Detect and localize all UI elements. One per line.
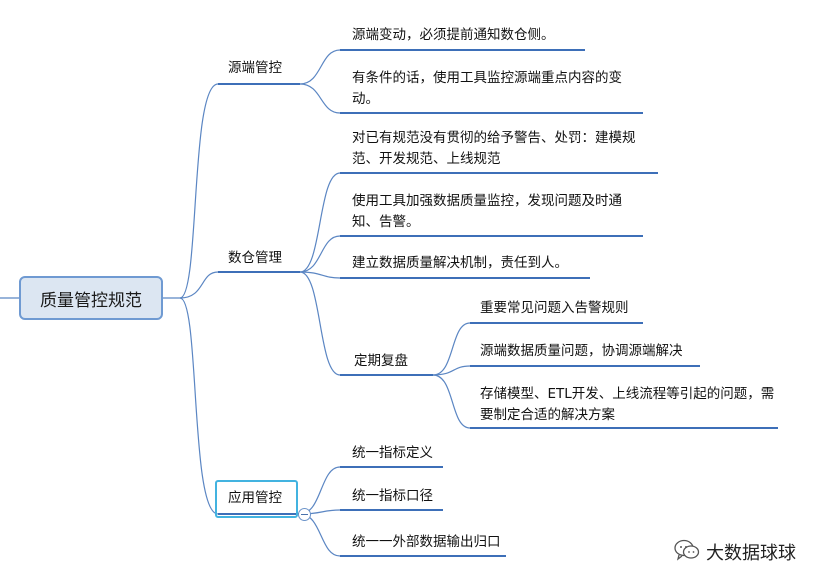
connector-warehouse-review [299, 271, 341, 376]
watermark: 大数据球球 [674, 537, 796, 567]
wechat-icon [674, 539, 700, 566]
connector-source [179, 83, 219, 299]
selection-outline [215, 480, 298, 518]
connector-review-2 [432, 365, 471, 376]
connector-warehouse-2 [299, 235, 341, 273]
node-periodic-review[interactable]: 定期复盘 [354, 351, 408, 372]
watermark-text: 大数据球球 [706, 543, 796, 564]
root-node[interactable]: 质量管控规范 [19, 276, 163, 320]
node-periodic-review-label: 定期复盘 [354, 353, 408, 369]
connector-warehouse-3 [299, 271, 341, 279]
node-source-item-1[interactable]: 源端变动，必须提前通知数仓侧。 [352, 27, 555, 43]
connector-review-1 [432, 322, 471, 376]
collapse-toggle[interactable] [298, 508, 311, 521]
node-application-control[interactable]: 应用管控 [228, 488, 282, 509]
node-warehouse-item-2[interactable]: 使用工具加强数据质量监控，发现问题及时通知、告警。 [352, 193, 622, 230]
node-warehouse-item-3[interactable]: 建立数据质量解决机制，责任到人。 [352, 255, 568, 271]
node-warehouse-management[interactable]: 数仓管理 [228, 248, 282, 269]
node-warehouse-management-label: 数仓管理 [228, 250, 282, 266]
root-label: 质量管控规范 [40, 290, 142, 311]
connector-warehouse-1 [299, 172, 341, 273]
node-application-control-label: 应用管控 [228, 490, 282, 506]
connector-application-1 [299, 466, 341, 515]
node-source-control[interactable]: 源端管控 [228, 58, 282, 79]
node-source-control-label: 源端管控 [228, 60, 282, 76]
node-review-item-2[interactable]: 源端数据质量问题，协调源端解决 [480, 343, 683, 359]
node-review-item-3[interactable]: 存储模型、ETL开发、上线流程等引起的问题，需要制定合适的解决方案 [480, 386, 775, 423]
connector-review-3 [432, 374, 471, 429]
node-application-item-3[interactable]: 统一一外部数据输出归口 [352, 534, 501, 550]
node-source-item-2[interactable]: 有条件的话，使用工具监控源端重点内容的变动。 [352, 70, 622, 107]
node-application-item-1[interactable]: 统一指标定义 [352, 445, 433, 461]
node-warehouse-item-1[interactable]: 对已有规范没有贯彻的给予警告、处罚：建模规范、开发规范、上线规范 [352, 130, 636, 167]
connector-application [179, 297, 219, 515]
connector-source-2 [299, 83, 341, 114]
connector-source-1 [299, 49, 341, 85]
node-application-item-2[interactable]: 统一指标口径 [352, 488, 433, 504]
node-review-item-1[interactable]: 重要常见问题入告警规则 [480, 300, 629, 316]
connector-warehouse [179, 271, 219, 299]
